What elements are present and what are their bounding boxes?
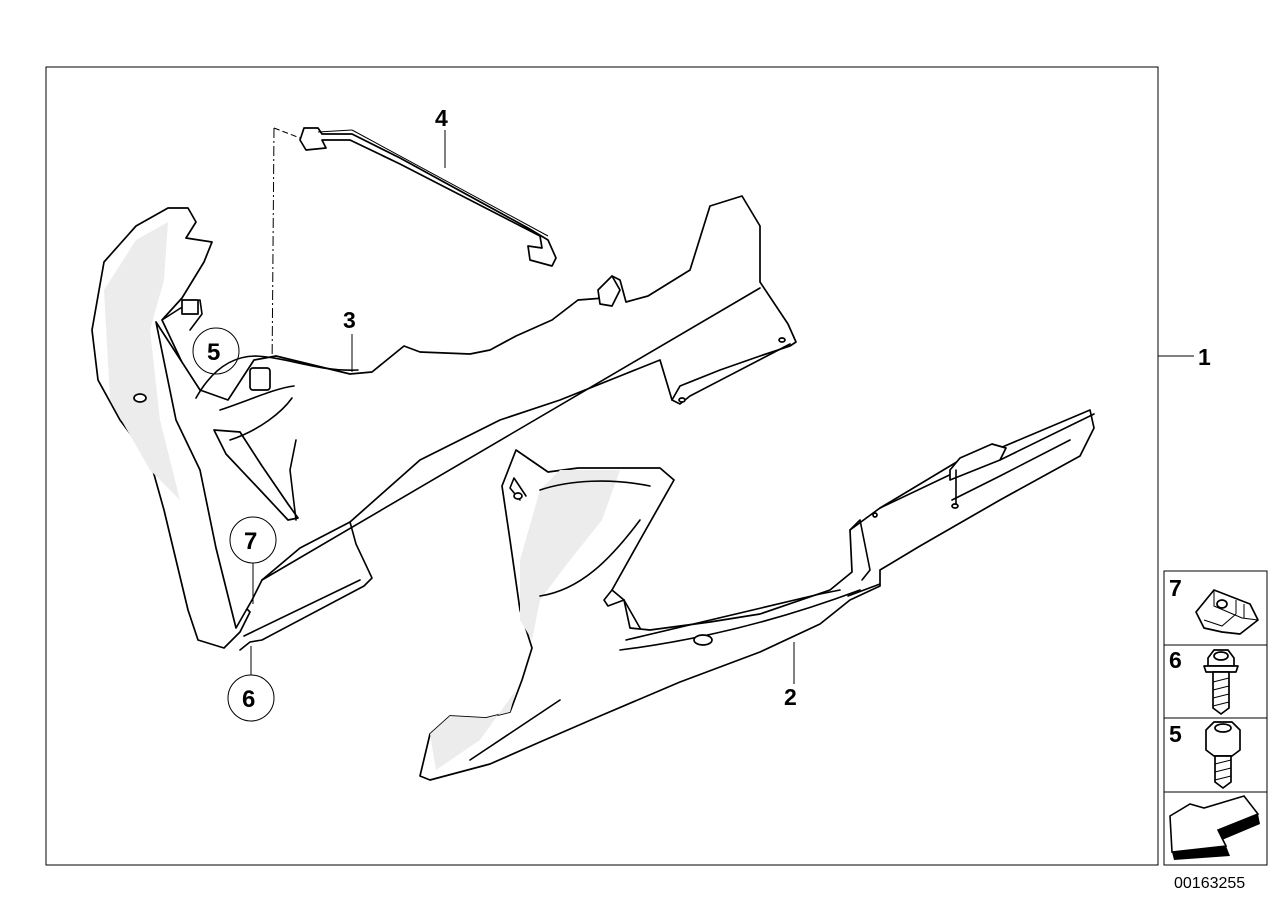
side-fairing-part-3 <box>91 195 797 651</box>
callout-6: 6 <box>227 646 275 722</box>
legend-item-6: 6 <box>1169 647 1239 715</box>
svg-text:5: 5 <box>207 339 220 366</box>
part-number-3: 3 <box>343 307 356 333</box>
direction-arrow-icon <box>1169 795 1260 860</box>
svg-text:5: 5 <box>1169 721 1182 747</box>
flange-bolt-icon <box>1203 649 1239 715</box>
part-number-1: 1 <box>1198 344 1211 370</box>
callout-7: 7 <box>229 516 277 604</box>
diagram-code: 00163255 <box>1174 875 1245 892</box>
legend-item-5: 5 <box>1169 721 1241 789</box>
part-number-2: 2 <box>784 684 797 710</box>
alignment-line-top <box>273 127 301 139</box>
lower-panel-part-2 <box>419 409 1095 781</box>
callout-5: 5 <box>192 327 240 375</box>
socket-screw-icon <box>1205 721 1241 789</box>
svg-text:6: 6 <box>1169 647 1182 673</box>
diagram-frame <box>45 66 1159 866</box>
legend-item-7: 7 <box>1169 575 1259 635</box>
alignment-line <box>271 127 275 373</box>
hardware-legend: 7 6 5 <box>1163 570 1268 866</box>
part-number-4: 4 <box>435 105 448 131</box>
bracket-part-4 <box>299 127 557 267</box>
svg-text:7: 7 <box>244 528 257 555</box>
svg-text:7: 7 <box>1169 575 1182 601</box>
svg-text:6: 6 <box>242 686 255 713</box>
